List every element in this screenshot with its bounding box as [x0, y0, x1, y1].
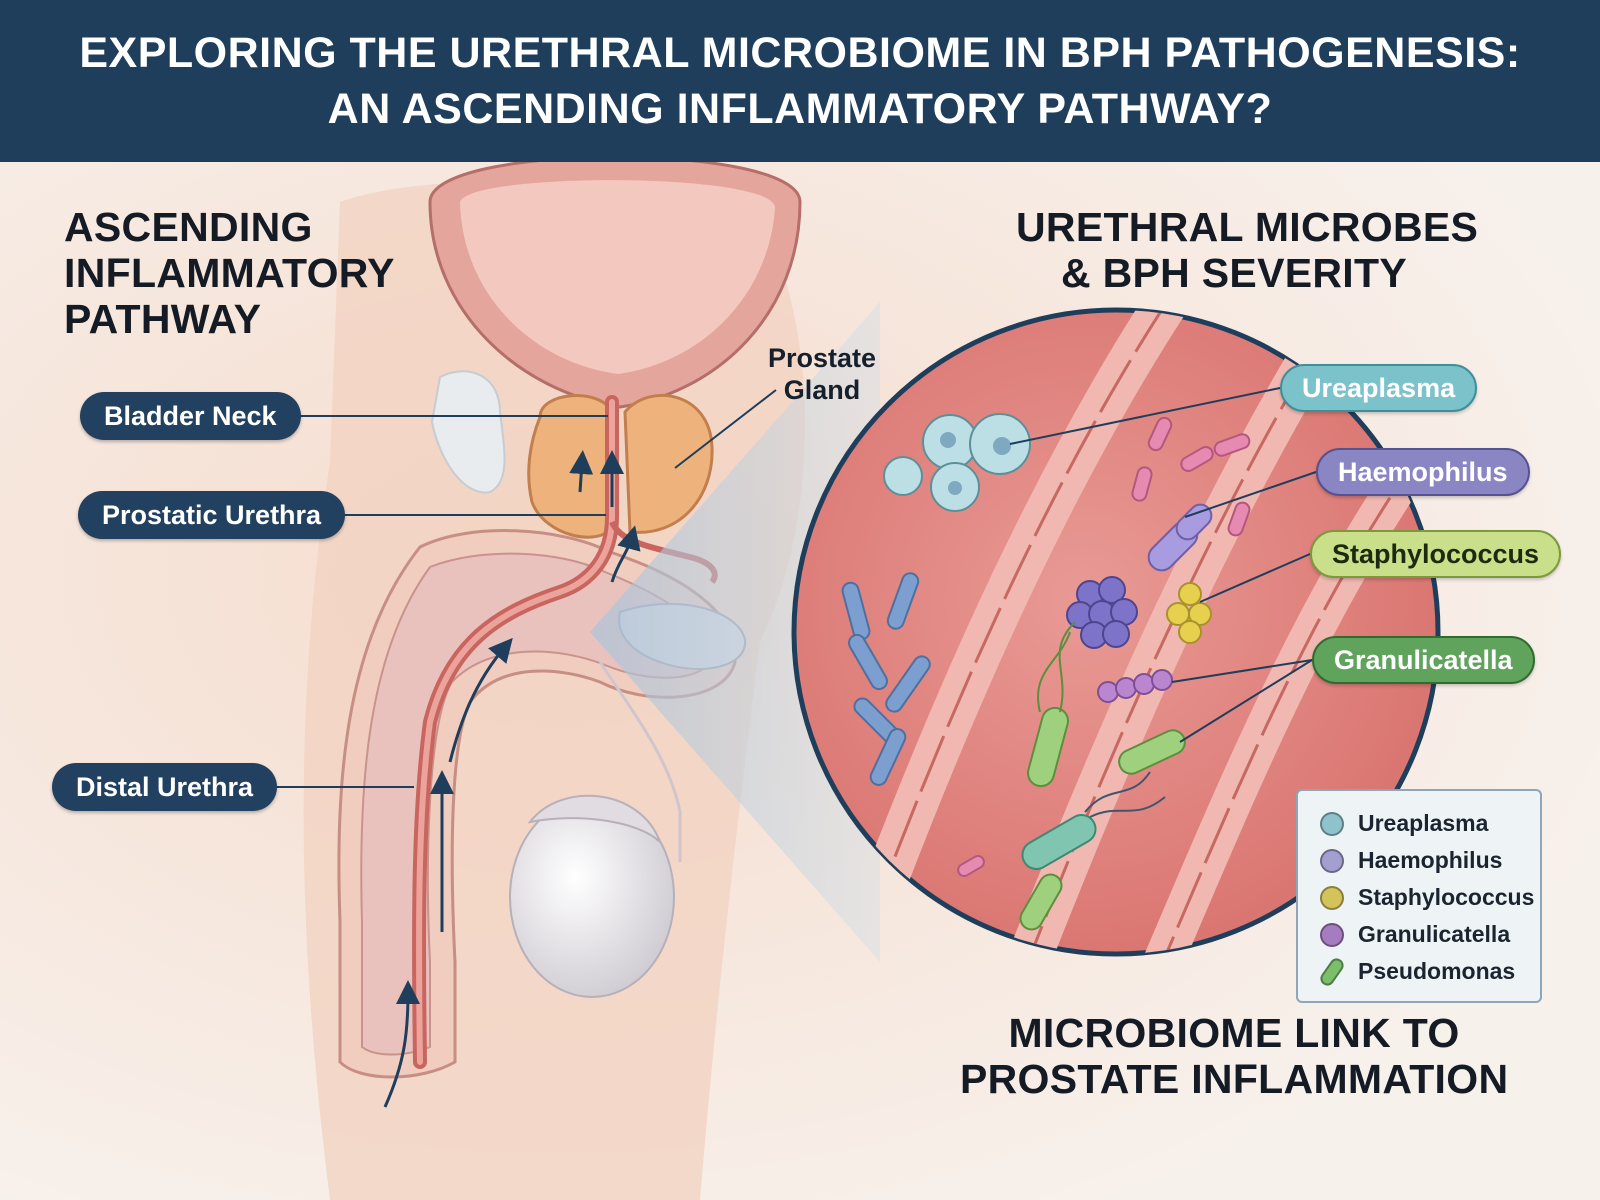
bladder-lumen — [460, 180, 775, 374]
legend-item: Staphylococcus — [1320, 879, 1540, 916]
legend-swatch-pseudomonas — [1317, 955, 1347, 988]
right-heading-line: URETHRAL MICROBES — [1016, 204, 1479, 250]
left-heading-line: PATHWAY — [64, 296, 262, 342]
urethra-lumen — [416, 399, 615, 1065]
legend-label: Granulicatella — [1358, 921, 1511, 947]
pubic-bone — [430, 370, 506, 494]
left-heading-line: INFLAMMATORY — [64, 250, 395, 296]
granulicatella-chain — [1097, 669, 1173, 703]
legend-item: Haemophilus — [1320, 842, 1540, 879]
right-heading-line: & BPH SEVERITY — [1061, 250, 1407, 296]
legend-item: Granulicatella — [1320, 916, 1540, 953]
legend-item: Pseudomonas — [1317, 953, 1540, 990]
haemophilus-bacteria — [1147, 503, 1213, 572]
left-heading: ASCENDING INFLAMMATORY PATHWAY — [64, 204, 395, 342]
bladder-neck-label: Bladder Neck — [80, 392, 301, 440]
coccus-cluster-purple — [1066, 576, 1138, 649]
prostate-lobe-right — [623, 393, 714, 534]
legend: Ureaplasma Haemophilus Staphylococcus Gr… — [1296, 789, 1542, 1003]
epididymis — [527, 794, 661, 843]
right-heading: URETHRAL MICROBES & BPH SEVERITY — [1016, 204, 1479, 296]
arrow-ascend-1 — [383, 980, 420, 1108]
legend-swatch-staphylococcus — [1320, 885, 1344, 910]
prostatic-urethra-label: Prostatic Urethra — [78, 491, 346, 539]
epithelium-cells-1 — [868, 310, 1182, 923]
leader-prostate-gland — [674, 389, 777, 469]
leader-staphylococcus — [1199, 553, 1311, 603]
leader-haemophilus — [1184, 471, 1317, 518]
magnification-cone — [590, 302, 880, 962]
legend-label: Staphylococcus — [1358, 884, 1535, 910]
legend-label: Ureaplasma — [1358, 810, 1489, 836]
title-banner: EXPLORING THE URETHRAL MICROBIOME IN BPH… — [0, 0, 1600, 162]
title-line-2: AN ASCENDING INFLAMMATORY PATHWAY? — [327, 85, 1273, 133]
rod-bacteria-blue — [841, 572, 931, 786]
granulicatella-label: Granulicatella — [1312, 636, 1535, 684]
ureaplasma-cluster — [883, 413, 1031, 512]
pink-rods — [957, 416, 1251, 877]
legend-swatch-ureaplasma — [1320, 811, 1344, 836]
arrow-ascend-6 — [569, 450, 594, 493]
bottom-heading-line: MICROBIOME LINK TO — [1008, 1010, 1460, 1056]
legend-item: Ureaplasma — [1320, 805, 1540, 842]
staphylococcus-label: Staphylococcus — [1310, 530, 1562, 578]
legend-label: Pseudomonas — [1358, 958, 1516, 984]
prostate-gland-label: Prostate Gland — [768, 342, 876, 406]
leader-pseudomonas — [1179, 659, 1313, 743]
green-rods — [1019, 621, 1186, 931]
spermatic-cord — [598, 661, 682, 862]
prostate-gland-label-line: Prostate — [768, 343, 877, 373]
legend-swatch-haemophilus — [1320, 848, 1344, 873]
ureaplasma-label: Ureaplasma — [1280, 364, 1478, 412]
bottom-heading-line: PROSTATE INFLAMMATION — [960, 1056, 1509, 1102]
leader-granulicatella — [1171, 659, 1313, 683]
legend-label: Haemophilus — [1358, 847, 1503, 873]
arrow-ascend-3 — [448, 637, 513, 763]
pseudomonas-flagellated — [1021, 771, 1166, 870]
diagram-stage: ASCENDING INFLAMMATORY PATHWAY URETHRAL … — [0, 162, 1600, 1200]
distal-urethra-label: Distal Urethra — [52, 763, 278, 811]
prostate-gland-label-line: Gland — [783, 375, 861, 405]
leader-ureaplasma — [1009, 387, 1281, 445]
haemophilus-label: Haemophilus — [1316, 448, 1530, 496]
bottom-heading: MICROBIOME LINK TO PROSTATE INFLAMMATION — [960, 1010, 1508, 1102]
arrow-ascend-4 — [610, 525, 641, 583]
staphylococcus-cluster — [1166, 582, 1212, 644]
title-line-1: EXPLORING THE URETHRAL MICROBIOME IN BPH… — [79, 29, 1521, 77]
left-heading-line: ASCENDING — [64, 204, 313, 250]
legend-swatch-granulicatella — [1320, 922, 1344, 947]
